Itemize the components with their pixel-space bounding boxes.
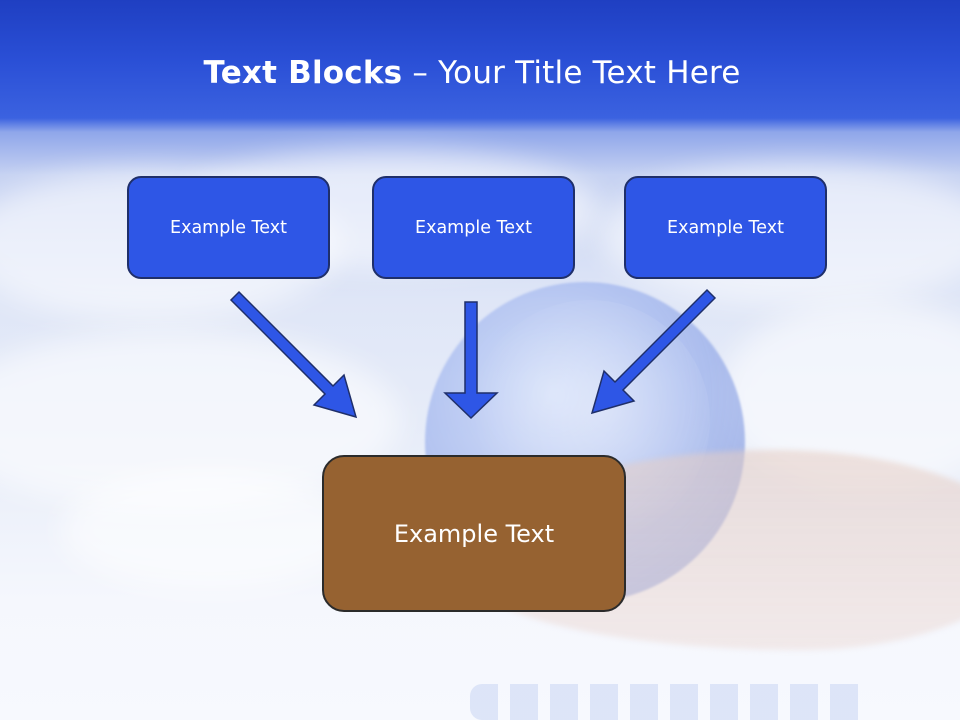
title-rest: Your Title Text Here [438,55,741,91]
title-dash: – [402,55,439,91]
arrow-right [590,288,717,415]
text-block-center-label: Example Text [415,217,532,238]
watermark-logo [470,684,870,720]
arrow-left [229,290,358,419]
cloud [60,470,360,590]
slide-title: Text Blocks – Your Title Text Here [0,55,944,91]
text-block-bottom: Example Text [322,455,626,612]
text-block-bottom-label: Example Text [393,519,555,548]
text-block-center: Example Text [372,176,575,279]
text-block-right-label: Example Text [667,217,784,238]
text-block-left-label: Example Text [170,217,287,238]
text-block-left: Example Text [127,176,330,279]
arrow-center [443,301,499,420]
text-block-right: Example Text [624,176,827,279]
title-bold: Text Blocks [203,55,403,91]
